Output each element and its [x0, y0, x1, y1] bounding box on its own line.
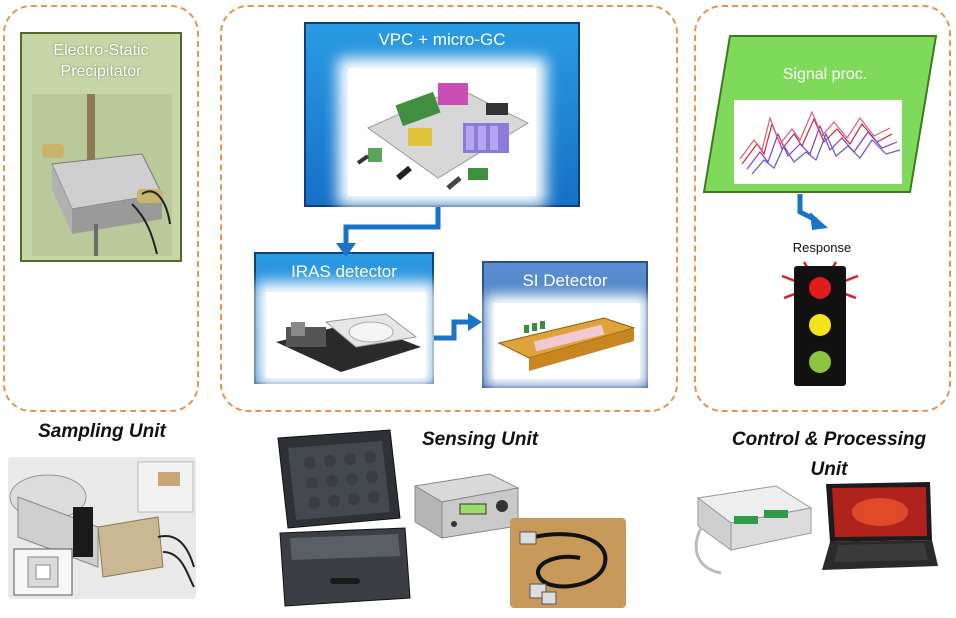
- traffic-light-icon: [781, 261, 859, 386]
- signal-proc-panel: [702, 35, 938, 193]
- controller-box-photo: [410, 466, 522, 540]
- response-label: Response: [792, 240, 852, 255]
- sampling-unit-label: Sampling Unit: [38, 421, 166, 442]
- control-unit-frame: [694, 5, 951, 412]
- iras-to-si-arrow: [434, 313, 482, 341]
- sensing-unit-label: Sensing Unit: [421, 429, 539, 450]
- esp-title-line1: Electro-Static: [53, 42, 149, 59]
- esp-title: Electro-Static Precipitator: [22, 40, 180, 82]
- pelican-case-photo: [270, 428, 416, 611]
- sensing-unit-frame: [220, 5, 678, 412]
- esp-panel: Electro-Static Precipitator: [20, 32, 182, 262]
- cable-photo: [510, 518, 626, 608]
- iras-detector-title: IRAS detector: [291, 262, 397, 281]
- iras-detector-panel: IRAS detector: [254, 252, 434, 384]
- daq-device-photo: [686, 478, 816, 583]
- vpc-board-image: [348, 68, 536, 196]
- control-unit-label-line2: Unit: [810, 459, 848, 480]
- iras-detector-image: [266, 292, 426, 378]
- sampling-unit-photo: [8, 457, 196, 599]
- esp-title-line2: Precipitator: [60, 63, 142, 80]
- esp-device-image: [32, 94, 172, 256]
- si-detector-title: SI Detector: [522, 271, 608, 290]
- control-unit-label-line1: Control & Processing: [731, 429, 927, 450]
- vpc-micro-gc-panel: VPC + micro-GC: [304, 22, 580, 207]
- si-detector-image: [494, 303, 640, 379]
- sampling-unit-frame: [3, 5, 199, 412]
- signal-to-response-arrow: [797, 194, 828, 230]
- signal-proc-title: Signal proc.: [782, 66, 868, 83]
- vpc-to-iras-arrow: [336, 207, 441, 257]
- vpc-micro-gc-title: VPC + micro-GC: [378, 30, 506, 49]
- control-unit-label: Control & Processing Unit: [704, 425, 954, 485]
- laptop-photo: [820, 480, 940, 576]
- si-detector-panel: SI Detector: [482, 261, 648, 388]
